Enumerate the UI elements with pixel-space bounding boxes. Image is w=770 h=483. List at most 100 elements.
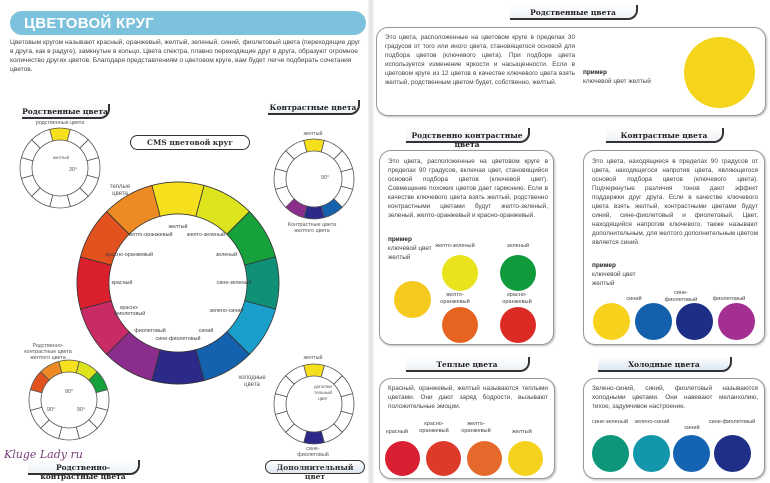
- complement-wheel-top-label: желтый: [303, 355, 323, 361]
- swatch-label: синий: [684, 425, 700, 431]
- swatch-yellow: [508, 441, 543, 476]
- cold-panel: Зелено-синий, синий, фиолетовый называют…: [583, 378, 765, 479]
- swatch-yellow-orange: [442, 307, 478, 343]
- swatch-blue-green: [592, 435, 629, 472]
- wheel-segment-красный: [19, 157, 34, 179]
- swatch-label: желто-зеленый: [435, 243, 475, 249]
- wheel-label: зеленый: [215, 252, 238, 258]
- example-text: ключевой цвет желтый: [388, 245, 432, 261]
- wheel-segment-красный: [28, 389, 43, 411]
- swatch-label: красно-оранжевый: [502, 292, 532, 305]
- watermark: Kluge Lady ru: [4, 448, 83, 461]
- swatch-label: сине-зеленый: [591, 419, 629, 425]
- key-swatch-yellow: [394, 281, 431, 318]
- rc-angle-2: 90°: [46, 407, 56, 413]
- related-colors-wheel: [19, 127, 101, 209]
- related-panel: Это цвета, расположенные на цветовом кру…: [376, 27, 766, 116]
- intro-paragraph: Цветовым кругом называют красный, оранже…: [10, 39, 361, 73]
- swatch-label: синий: [626, 296, 642, 302]
- swatch-label: сине-фиолетовый: [708, 419, 756, 425]
- swatch-blue: [635, 303, 672, 340]
- swatch-blue-violet: [676, 303, 713, 340]
- related-contrast-wheel: [28, 359, 110, 441]
- related-wheel-angle: 30°: [68, 167, 78, 173]
- wheel-segment-сине-зеленый: [86, 157, 101, 179]
- swatch-label: желто-оранжевый: [440, 292, 470, 305]
- wheel-label: красно-оранжевый: [105, 252, 154, 258]
- wheel-segment-сине-фиолетовый: [303, 205, 325, 220]
- warm-colors-label: теплые цвета: [109, 184, 131, 197]
- warm-text: Красный, оранжевый, желтый называются те…: [388, 385, 548, 410]
- wheel-label: сине-зеленый: [216, 280, 252, 286]
- wheel-label: зелено-синий: [209, 308, 244, 314]
- wheel-label: желто-оранжевый: [127, 231, 173, 238]
- swatch-red-orange: [500, 307, 536, 343]
- contrast-wheel-title: Контрастные цвета: [268, 100, 360, 115]
- swatch-label: зелено-синий: [634, 419, 670, 425]
- wheel-segment-красный: [273, 393, 288, 415]
- wheel-segment-сине-фиолетовый: [49, 194, 71, 209]
- swatch-blue-violet: [714, 435, 751, 472]
- key-swatch-yellow: [593, 303, 630, 340]
- wheel-segment-сине-фиолетовый: [151, 349, 205, 385]
- related-contrast-wheel-title: Родственно-контрастные цвета: [28, 460, 140, 481]
- related-section-title: Родственные цвета: [510, 5, 638, 20]
- swatch-label: зеленый: [506, 243, 530, 249]
- wheel-segment-сине-зеленый: [95, 389, 110, 411]
- main-color-wheel: [76, 181, 280, 385]
- wheel-segment-желто-оранжевый: [31, 128, 54, 149]
- related-wheel-top-label: родственные цвета: [35, 120, 85, 126]
- wheel-segment-сине-фиолетовый: [58, 426, 80, 441]
- example-text: ключевой цвет желтый: [592, 271, 636, 287]
- rc-angle-3: 90°: [76, 407, 86, 413]
- swatch-yellow-green: [442, 255, 478, 291]
- wheel-segment-желто-оранжевый: [40, 360, 63, 381]
- contrast-wheel-top-label: желтый: [303, 131, 323, 137]
- contrast-example: пример ключевой цвет желтый: [592, 261, 642, 288]
- swatch-violet: [718, 303, 755, 340]
- contrast-panel: Это цвета, находящиеся в пределах 90 гра…: [583, 150, 765, 345]
- swatch-label: фиолетовый: [712, 296, 746, 302]
- related-contrast-panel: Это цвета, расположенные на цветовом кру…: [379, 150, 554, 345]
- cold-text: Зелено-синий, синий, фиолетовый называют…: [592, 385, 758, 410]
- wheel-segment-сине-зеленый: [340, 393, 355, 415]
- swatch-label: желтый: [512, 429, 532, 435]
- related-contrast-top-label: Родственно-контрастные цвета желтого цве…: [24, 343, 72, 361]
- related-text: Это цвета, расположенные на цветовом кру…: [385, 34, 575, 86]
- cold-colors-label: холодные цвета: [238, 375, 266, 388]
- swatch-yellow-orange: [467, 441, 502, 476]
- page-title: ЦВЕТОВОЙ КРУГ: [10, 11, 366, 35]
- wheel-label: синий: [198, 328, 214, 335]
- wheel-label: желтый: [168, 224, 188, 230]
- contrast-wheel-angle: 90°: [320, 175, 330, 181]
- wheel-segment-желто-оранжевый: [285, 139, 308, 160]
- example-heading: пример: [583, 69, 607, 76]
- warm-section-title: Теплые цвета: [406, 357, 530, 372]
- swatch-label: красный: [386, 429, 408, 435]
- wheel-label: красно-фиолетовый: [113, 305, 146, 317]
- related-contrast-text: Это цвета, расположенные на цветовом кру…: [388, 158, 548, 219]
- wheel-segment-желто-оранжевый: [106, 184, 161, 235]
- complement-color-wheel: [273, 363, 355, 445]
- example-heading: пример: [592, 262, 616, 269]
- swatch-label: сине-фиолетовый: [664, 290, 698, 303]
- related-wheel-title: Родственные цвета: [22, 104, 110, 119]
- wheel-label: желто-зеленый: [186, 231, 225, 238]
- swatch-red: [385, 441, 420, 476]
- wheel-segment-сине-зеленый: [340, 168, 355, 190]
- wheel-label: сине-фиолетовый: [155, 336, 201, 342]
- swatch-green-blue: [633, 435, 670, 472]
- swatch-label: красно-оранжевый: [419, 421, 449, 434]
- wheel-label: красный: [111, 280, 133, 286]
- wheel-segment-желтый: [49, 127, 71, 142]
- main-wheel-title: CMS цветовой круг: [130, 135, 250, 150]
- wheel-label: фиолетовый: [134, 328, 166, 335]
- rc-angle-1: 90°: [64, 389, 74, 395]
- swatch-green: [500, 255, 536, 291]
- warm-panel: Красный, оранжевый, желтый называются те…: [379, 378, 555, 479]
- swatch-red-orange: [426, 441, 461, 476]
- contrast-text: Это цвета, находящиеся в пределах 90 гра…: [592, 158, 758, 246]
- wheel-segment-желтый: [303, 363, 325, 378]
